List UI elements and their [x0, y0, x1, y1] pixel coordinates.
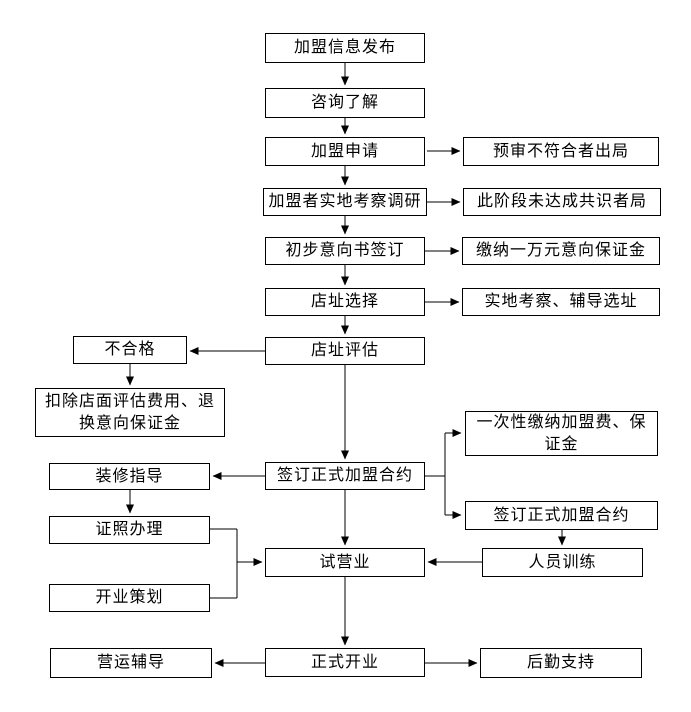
node-site-eval: 店址评估 — [265, 337, 425, 365]
node-opening-plan: 开业策划 — [49, 584, 210, 612]
node-logistics: 后勤支持 — [480, 648, 642, 678]
node-unqualified: 不合格 — [73, 336, 187, 364]
node-no-consensus-out: 此阶段未达成共识者局 — [463, 188, 661, 216]
node-operation-coach: 营运辅导 — [50, 648, 212, 678]
node-site-select: 店址选择 — [265, 288, 425, 316]
node-deposit-10k: 缴纳一万元意向保证金 — [462, 237, 660, 265]
node-staff-training: 人员训练 — [482, 548, 643, 577]
node-pre-review-out: 预审不符合者出局 — [463, 137, 659, 166]
node-trial-opening: 试营业 — [265, 548, 425, 577]
node-official-opening: 正式开业 — [265, 648, 425, 677]
node-deduct-refund: 扣除店面评估费用、退 换意向保证金 — [35, 388, 225, 437]
node-formal-contract-2: 签订正式加盟合约 — [465, 501, 658, 530]
node-license: 证照办理 — [49, 516, 210, 544]
node-decor-guide: 装修指导 — [49, 463, 210, 490]
node-consult: 咨询了解 — [265, 88, 425, 118]
node-formal-contract: 签订正式加盟合约 — [265, 462, 425, 490]
node-site-visit: 加盟者实地考察调研 — [263, 188, 427, 216]
node-info-release: 加盟信息发布 — [265, 33, 425, 63]
node-apply: 加盟申请 — [265, 137, 425, 166]
node-pay-fees: 一次性缴纳加盟费、保 证金 — [465, 411, 658, 456]
node-loi-sign: 初步意向书签订 — [265, 237, 425, 265]
node-site-guidance: 实地考察、辅导选址 — [462, 288, 660, 316]
